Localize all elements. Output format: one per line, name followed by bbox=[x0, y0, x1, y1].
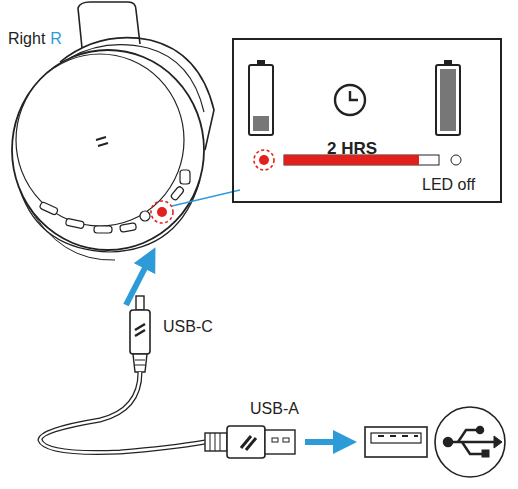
side-letter: R bbox=[50, 30, 62, 48]
duration-label: 2 HRS bbox=[327, 140, 377, 159]
status-label: LED off bbox=[422, 176, 475, 194]
inset-panel: 2 HRS LED off bbox=[232, 38, 502, 203]
connector-label: USB-A bbox=[250, 400, 299, 418]
side-label: Right bbox=[8, 30, 45, 48]
connector-label: USB-C bbox=[163, 318, 213, 336]
